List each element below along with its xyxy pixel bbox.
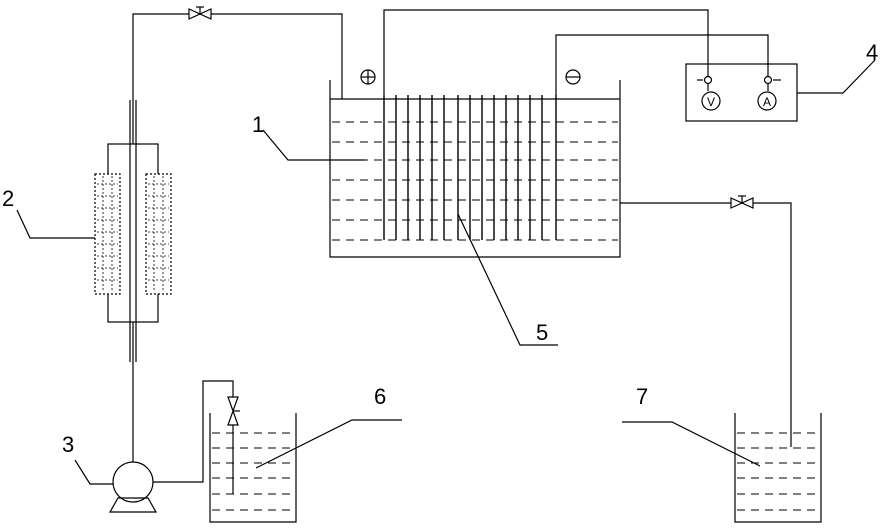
voltmeter-icon: V bbox=[701, 91, 721, 111]
pump-icon bbox=[108, 461, 158, 513]
label-6: 6 bbox=[374, 384, 386, 409]
feed-beaker bbox=[209, 413, 297, 523]
electrolysis-tank bbox=[329, 80, 621, 258]
outlet-valve-icon bbox=[730, 195, 754, 209]
heater-unit bbox=[94, 100, 172, 362]
svg-text:V: V bbox=[707, 95, 715, 109]
coil-hatch bbox=[97, 176, 169, 292]
label-5: 5 bbox=[536, 320, 548, 345]
negative-terminal-icon bbox=[565, 69, 581, 85]
power-meter-box bbox=[685, 63, 798, 122]
label-5-leader bbox=[457, 213, 558, 346]
label-2-leader bbox=[16, 209, 95, 239]
svg-text:A: A bbox=[763, 95, 771, 109]
label-1-leader bbox=[262, 129, 365, 161]
label-4: 4 bbox=[866, 40, 878, 65]
inlet-pipe bbox=[132, 13, 343, 100]
label-1: 1 bbox=[252, 112, 264, 137]
electrode-plates bbox=[383, 95, 557, 240]
power-wiring bbox=[383, 9, 769, 95]
label-3-leader bbox=[74, 459, 113, 485]
heating-coil-right bbox=[145, 173, 172, 295]
outlet-pipe bbox=[620, 202, 792, 447]
feed-valve-icon bbox=[227, 396, 240, 426]
inlet-valve-icon bbox=[188, 6, 212, 20]
tank-liquid-dashes bbox=[332, 121, 618, 241]
label-4-leader bbox=[797, 59, 876, 94]
ammeter-icon: A bbox=[757, 91, 777, 111]
label-2: 2 bbox=[2, 186, 14, 211]
label-7: 7 bbox=[636, 384, 648, 409]
positive-terminal-icon bbox=[360, 69, 376, 85]
collection-beaker bbox=[734, 413, 822, 523]
label-6-leader bbox=[255, 419, 402, 469]
pump-suction-pipe bbox=[153, 380, 234, 494]
label-7-leader bbox=[622, 421, 761, 467]
heating-coil-left bbox=[94, 173, 121, 295]
label-3: 3 bbox=[62, 432, 74, 457]
